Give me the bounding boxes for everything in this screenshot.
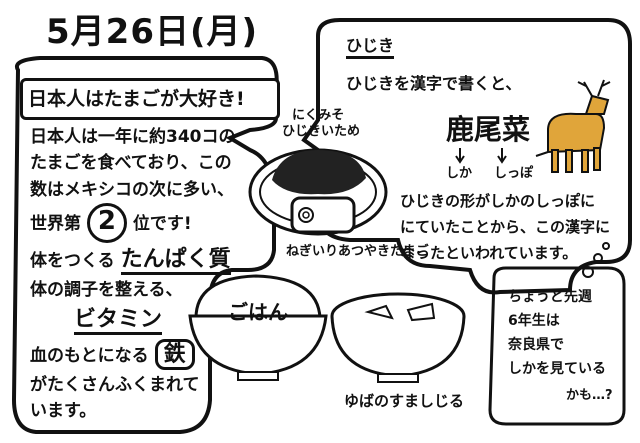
body-line-4: 世界第 2 位です! (30, 203, 236, 244)
right-line-1: ひじきを漢字で書くと、 (346, 74, 522, 93)
body-line-9: がたくさんふくまれて (30, 374, 200, 395)
body-line-6: 体の調子を整える、 (30, 280, 183, 301)
headline-box (20, 78, 280, 120)
rank-circle: 2 (86, 203, 127, 244)
bubble-line-5: かも…? (566, 388, 613, 403)
reading-shika: しか (446, 166, 473, 181)
right-title: ひじき (346, 32, 395, 59)
side-dish-label: にくみそ (292, 108, 345, 123)
hijiki-pile (272, 150, 366, 195)
arrow-1 (455, 148, 465, 164)
body-line-2: たまごを食べており、この (30, 153, 232, 174)
right-panel-outline (301, 18, 632, 295)
bubble-dot-3 (602, 242, 610, 250)
deer-illustration (547, 94, 610, 173)
body-line-10: います。 (30, 401, 97, 421)
body-line-3: 数はメキシコの次に多い、 (30, 179, 234, 200)
arrow-3 (535, 151, 549, 157)
body-line-5a: 体をつくる (30, 251, 115, 272)
kanji-name: 鹿尾菜 (446, 113, 531, 146)
body-line-7: ビタミン (30, 303, 236, 337)
bubble-dot-2 (593, 253, 603, 263)
bubble-outline (488, 266, 626, 426)
body-line-1: 日本人は一年に約340コの (30, 127, 236, 147)
soup-label: ゆばのすましじる (344, 392, 465, 410)
body-line-8a: 血のもとになる (30, 345, 149, 366)
side-dish-label-2: ひじきいため (282, 124, 361, 139)
egg-roll (290, 196, 356, 234)
body-line-5: 体をつくる たんぱく質 (30, 243, 236, 277)
bubble-line-3: 奈良県で (508, 337, 564, 353)
right-line-2: ひじきの形がしかのしっぽに (400, 192, 596, 210)
protein-highlight: たんぱく質 (120, 247, 231, 276)
left-panel-body: 日本人は一年に約340コの たまごを食べており、この 数はメキシコの次に多い、 … (30, 124, 236, 424)
arrow-2 (497, 148, 507, 164)
body-line-4b: 位です! (132, 214, 192, 235)
bubble-line-4: しかを見ている (508, 361, 606, 377)
body-line-8: 血のもとになる 鉄 (30, 338, 236, 372)
reading-shippo: しっぽ (494, 166, 534, 181)
bubble-line-2: 6年生は (508, 313, 560, 329)
headline: 日本人はたまごが大好き! (28, 88, 245, 110)
body-line-4a: 世界第 (30, 214, 81, 235)
vitamin-highlight: ビタミン (74, 307, 163, 336)
egg-label: ねぎいりあつやきたまご (286, 244, 429, 259)
bubble-dot-1 (582, 266, 594, 278)
soup-bowl (330, 315, 466, 378)
right-line-3: にていたことから、この漢字に (400, 218, 611, 236)
date-title: 5月26日(月) (46, 12, 259, 52)
iron-highlight: 鉄 (154, 338, 195, 370)
right-line-4: なったといわれています。 (400, 244, 578, 262)
rice-mound (194, 274, 322, 320)
rice-label: ごはん (228, 300, 288, 324)
bubble-line-1: ちょうど先週 (508, 289, 592, 305)
